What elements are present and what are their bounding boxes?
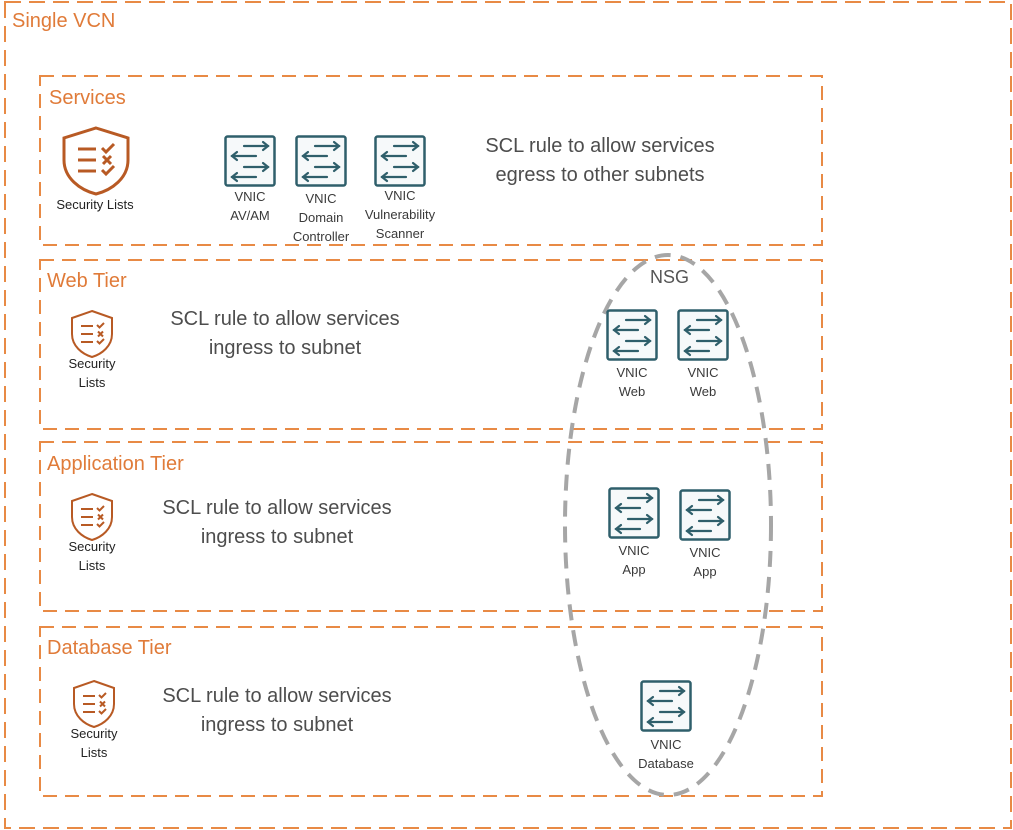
vnic-label: VNIC AV/AM <box>230 189 270 223</box>
zone-boundary-web-tier <box>39 259 823 430</box>
rule-text: SCL rule to allow services egress to oth… <box>485 135 715 186</box>
vnic-label: VNIC Domain Controller <box>292 191 350 244</box>
security-list-label: Security Lists <box>68 356 116 390</box>
vnic-icon <box>606 309 658 361</box>
vcn-title: Single VCN <box>12 10 116 32</box>
zone-title: Services <box>49 87 126 109</box>
vnic-label: VNIC Database <box>638 737 694 771</box>
vnic-label: VNIC App <box>618 543 650 577</box>
security-list-icon <box>62 126 130 196</box>
vnic-label: VNIC App <box>689 545 721 579</box>
vcn-boundary <box>4 1 1012 829</box>
rule-text: SCL rule to allow services ingress to su… <box>162 685 392 736</box>
vnic-icon <box>608 487 660 539</box>
security-list-icon <box>71 492 113 542</box>
security-list-label: Security Lists <box>56 197 134 212</box>
zone-boundary-database-tier <box>39 626 823 797</box>
zone-boundary-application-tier <box>39 441 823 612</box>
vnic-label: VNIC Web <box>616 365 648 399</box>
zone-boundary-services <box>39 75 823 246</box>
vnic-icon <box>677 309 729 361</box>
nsg-label: NSG <box>650 267 690 287</box>
vnic-icon <box>295 135 347 187</box>
vnic-label: VNIC Vulnerability Scanner <box>364 188 436 241</box>
rule-text: SCL rule to allow services ingress to su… <box>170 308 400 359</box>
vnic-icon <box>224 135 276 187</box>
nsg-boundary <box>563 253 773 797</box>
security-list-label: Security Lists <box>68 539 116 573</box>
zone-title: Application Tier <box>47 453 184 475</box>
vnic-icon <box>640 680 692 732</box>
rule-text: SCL rule to allow services ingress to su… <box>162 497 392 548</box>
vnic-label: VNIC Web <box>687 365 719 399</box>
security-list-icon <box>73 679 115 729</box>
vnic-icon <box>374 135 426 187</box>
zone-title: Web Tier <box>47 270 127 292</box>
security-list-label: Security Lists <box>70 726 118 760</box>
security-list-icon <box>71 309 113 359</box>
vnic-icon <box>679 489 731 541</box>
zone-title: Database Tier <box>47 637 172 659</box>
